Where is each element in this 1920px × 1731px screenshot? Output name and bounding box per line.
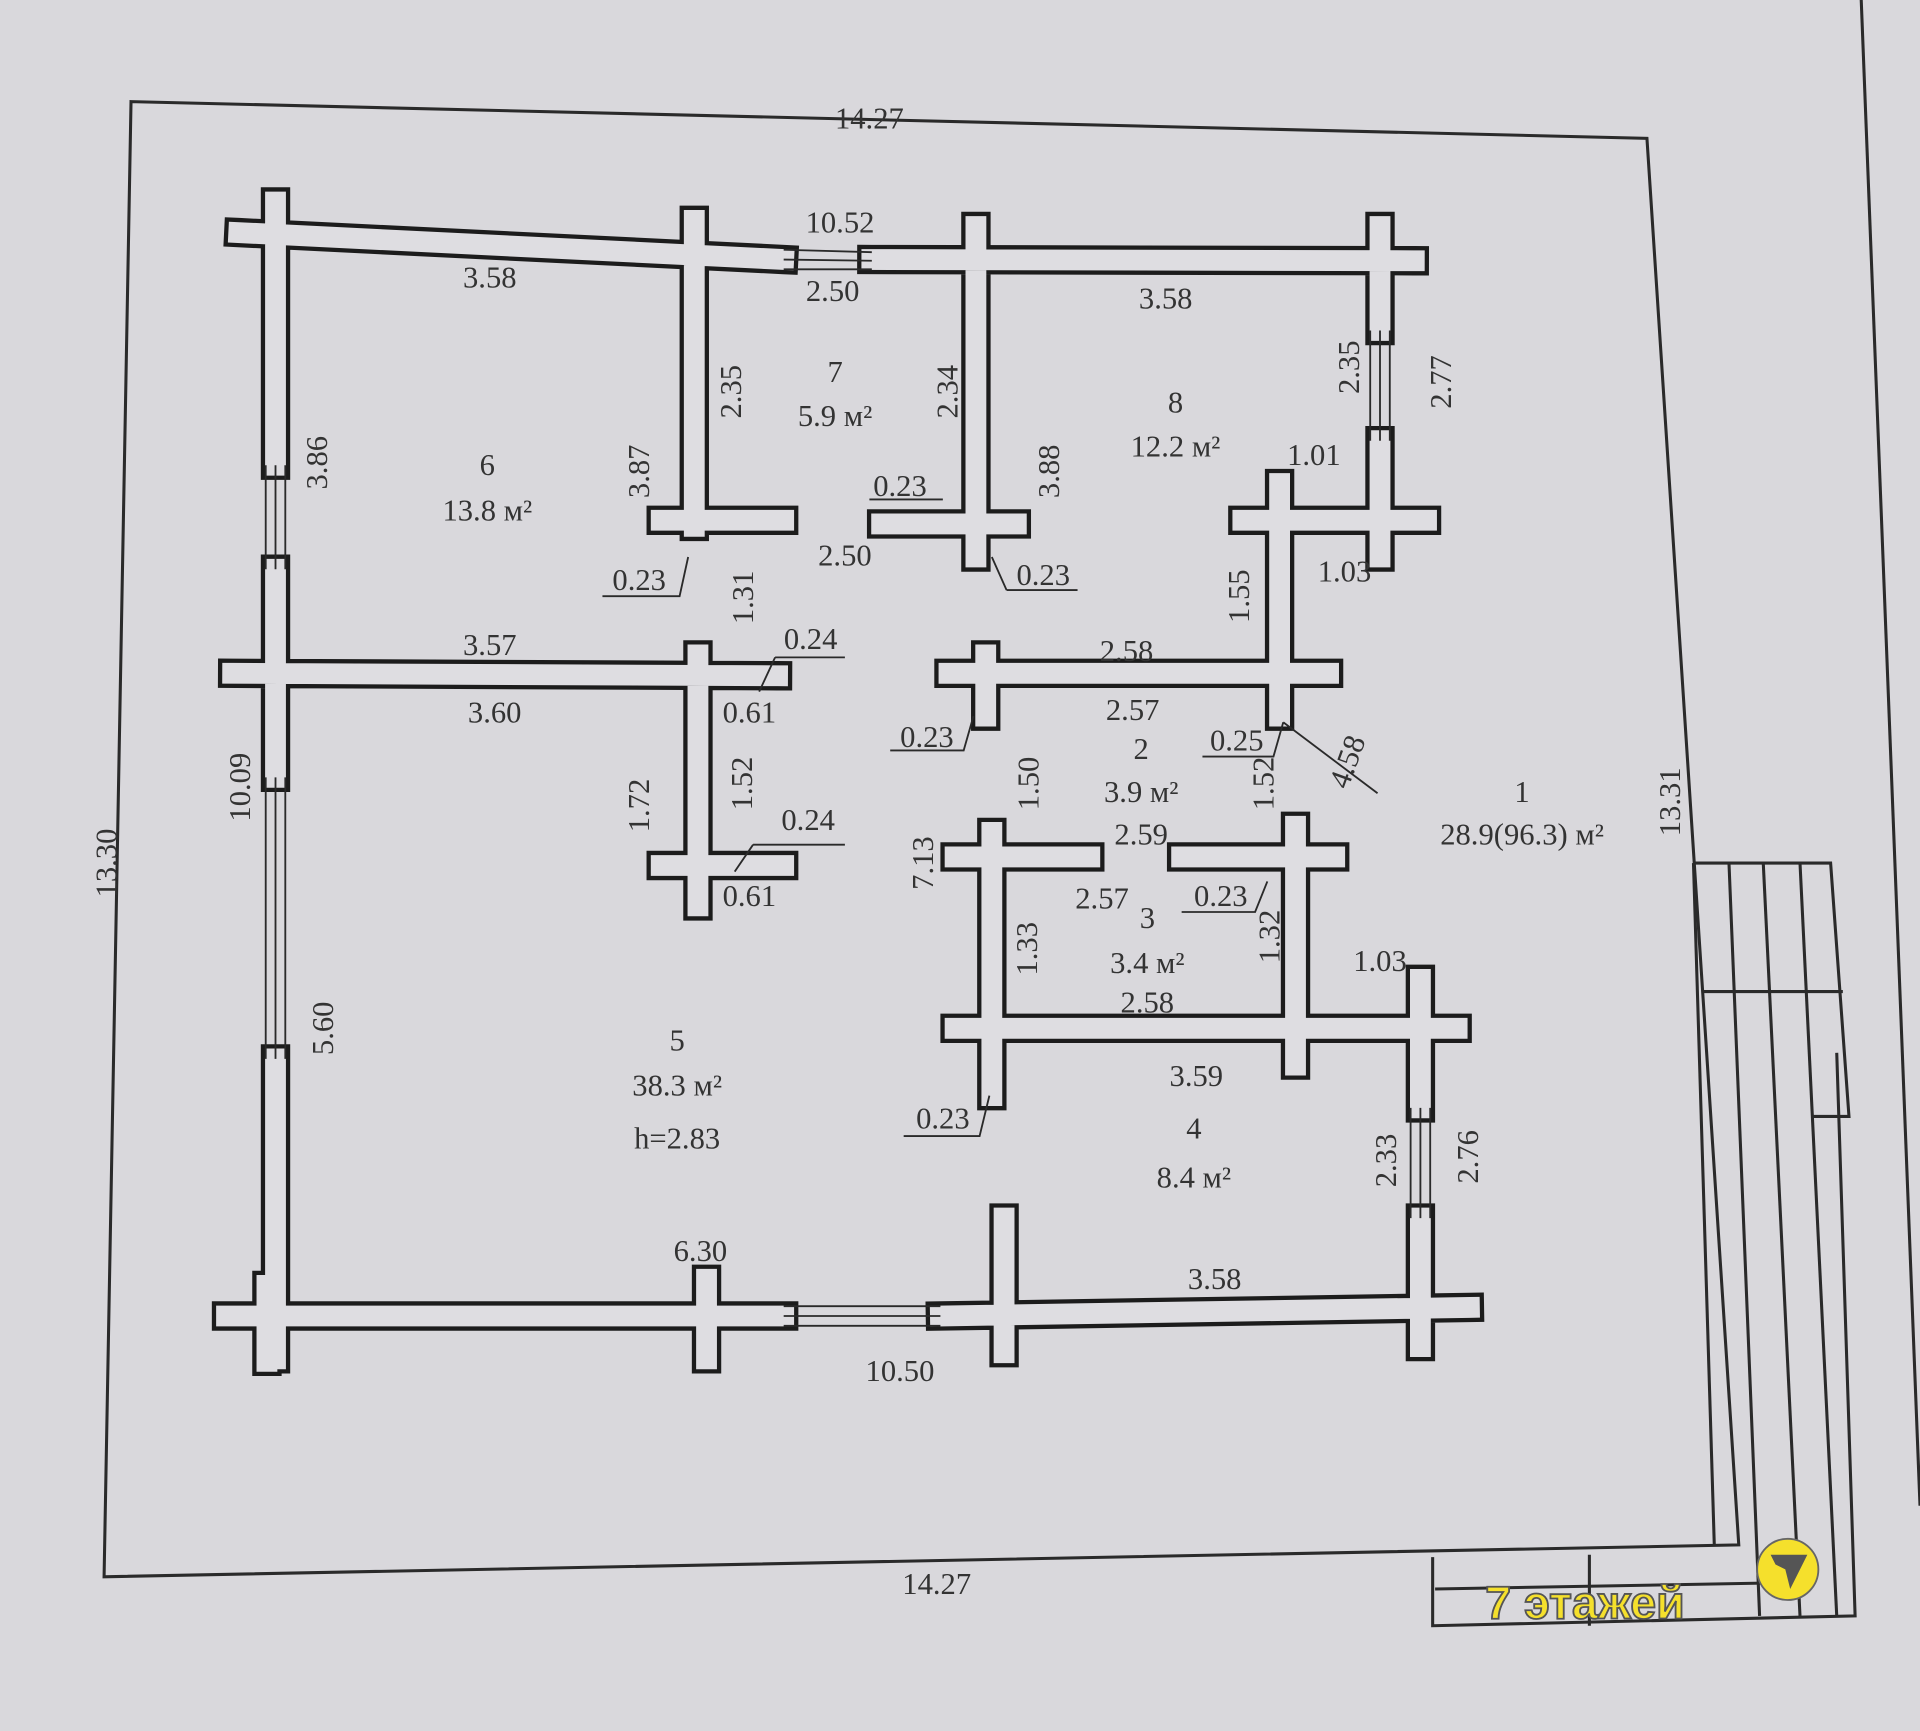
room-number: 6 bbox=[480, 448, 495, 482]
dim-label: 1.03 bbox=[1353, 944, 1407, 978]
room-area: 13.8 м² bbox=[442, 493, 532, 527]
dim-label: 2.58 bbox=[1100, 634, 1154, 668]
dim-label: 1.52 bbox=[1246, 757, 1280, 811]
dim-label: 1.72 bbox=[622, 779, 656, 833]
dim-label: 0.23 bbox=[900, 720, 954, 754]
dim-label: 7.13 bbox=[906, 836, 940, 890]
dim-label: 3.87 bbox=[622, 445, 656, 499]
dim-label: 0.23 bbox=[1016, 558, 1070, 592]
dim-label: 0.61 bbox=[723, 879, 777, 913]
dim-right: 13.31 bbox=[1653, 767, 1687, 836]
dim-label: 1.03 bbox=[1318, 554, 1372, 588]
dim-bottom: 14.27 bbox=[902, 1567, 971, 1601]
dim-label: 2.35 bbox=[1332, 340, 1366, 394]
watermark: 7 этажей bbox=[1484, 1537, 1820, 1629]
dim-label: 2.33 bbox=[1369, 1134, 1403, 1188]
room-labels: 1 28.9(96.3) м² 2 3.9 м² 3 3.4 м² 4 8.4 … bbox=[442, 355, 1603, 1195]
dim-label: 0.25 bbox=[1210, 723, 1264, 757]
room-number: 5 bbox=[669, 1023, 684, 1057]
room-area: 3.4 м² bbox=[1110, 946, 1184, 980]
dim-label: 1.31 bbox=[726, 571, 760, 625]
walls bbox=[227, 202, 1470, 1361]
room-number: 2 bbox=[1134, 732, 1149, 766]
dim-label: 2.35 bbox=[714, 365, 748, 419]
dim-label: 3.57 bbox=[463, 628, 517, 662]
room-area: 28.9(96.3) м² bbox=[1440, 818, 1604, 852]
dim-label: 0.24 bbox=[781, 803, 835, 837]
dim-label: 0.61 bbox=[723, 695, 777, 729]
dim-label: 0.23 bbox=[1194, 879, 1248, 913]
dimension-labels: 10.52 2.50 3.58 3.58 2.35 2.34 3.86 3.87… bbox=[223, 206, 1485, 1388]
room-area: 38.3 м² bbox=[632, 1069, 722, 1103]
dim-left: 13.30 bbox=[89, 829, 123, 898]
dim-label: 1.55 bbox=[1222, 569, 1256, 623]
room-number: 3 bbox=[1140, 901, 1155, 935]
room-number: 1 bbox=[1514, 775, 1529, 809]
dim-label: 2.34 bbox=[931, 365, 965, 419]
dim-label: 10.52 bbox=[806, 206, 875, 240]
dim-label: 2.59 bbox=[1114, 818, 1168, 852]
watermark-seven-glyph bbox=[1770, 1554, 1808, 1589]
dim-label: 2.50 bbox=[818, 539, 872, 573]
dim-label: 3.86 bbox=[300, 436, 334, 490]
dim-label: 2.57 bbox=[1075, 881, 1129, 915]
dim-label: 0.23 bbox=[612, 563, 666, 597]
dim-label: 1.32 bbox=[1253, 910, 1287, 964]
dim-label: 1.33 bbox=[1010, 922, 1044, 976]
dim-label: 3.60 bbox=[468, 695, 522, 729]
dim-label: 3.58 bbox=[463, 261, 517, 295]
outer-boundary bbox=[102, 100, 1741, 1579]
dim-label: 10.09 bbox=[223, 753, 257, 822]
dim-label: 3.59 bbox=[1170, 1059, 1224, 1093]
room-area: 8.4 м² bbox=[1157, 1160, 1231, 1194]
dim-label: 2.76 bbox=[1451, 1130, 1485, 1184]
dim-label: 2.57 bbox=[1106, 693, 1160, 727]
room-area: 3.9 м² bbox=[1104, 775, 1178, 809]
dim-label: 5.60 bbox=[306, 1002, 340, 1056]
dim-label: 2.58 bbox=[1121, 985, 1175, 1019]
room-height: h=2.83 bbox=[634, 1121, 720, 1155]
watermark-text: 7 этажей bbox=[1485, 1576, 1684, 1628]
dim-label: 2.77 bbox=[1424, 355, 1458, 409]
dim-label: 0.23 bbox=[916, 1102, 970, 1136]
room-area: 5.9 м² bbox=[798, 399, 872, 433]
dim-label: 0.23 bbox=[873, 469, 927, 503]
dim-label: 6.30 bbox=[674, 1234, 728, 1268]
windows bbox=[264, 248, 1432, 1327]
dim-label: 0.24 bbox=[784, 622, 838, 656]
dim-label: 10.50 bbox=[866, 1354, 935, 1388]
dim-label: 2.50 bbox=[806, 274, 860, 308]
dim-label: 3.88 bbox=[1032, 445, 1066, 499]
dim-label: 3.58 bbox=[1188, 1262, 1242, 1296]
dim-label: 1.50 bbox=[1011, 757, 1045, 811]
room-number: 8 bbox=[1168, 386, 1183, 420]
stairs bbox=[1431, 861, 1857, 1628]
room-area: 12.2 м² bbox=[1131, 430, 1221, 464]
room-number: 7 bbox=[827, 355, 842, 389]
room-number: 4 bbox=[1186, 1111, 1201, 1145]
dim-label: 1.52 bbox=[725, 757, 759, 811]
page-edge-line bbox=[1859, 0, 1920, 1506]
dim-label: 3.58 bbox=[1139, 281, 1193, 315]
dim-label: 1.01 bbox=[1287, 438, 1341, 472]
dim-top: 14.27 bbox=[835, 102, 904, 136]
